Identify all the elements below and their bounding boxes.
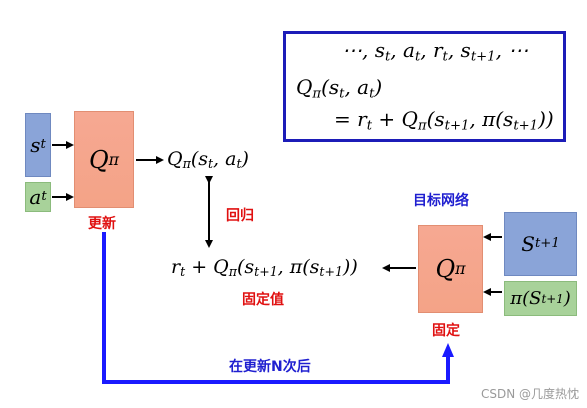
update-caption: 更新 bbox=[88, 216, 116, 232]
fixed-value-caption: 固定值 bbox=[242, 292, 284, 308]
q-output-label: Qπ(st, at) bbox=[167, 148, 249, 172]
fixed-caption: 固定 bbox=[432, 323, 460, 339]
transition-sequence: ⋯, st, at, rt, st+1, ⋯ bbox=[342, 38, 529, 65]
sync-arrow bbox=[102, 232, 454, 384]
q-definition-rhs: = rt + Qπ(st+1, π(st+1)) bbox=[334, 107, 554, 134]
target-network-title: 目标网络 bbox=[413, 193, 469, 209]
regression-label: 回归 bbox=[226, 208, 254, 224]
q-definition-lhs: Qπ(st, at) bbox=[296, 75, 383, 102]
watermark: CSDN @几度热忱 bbox=[480, 387, 579, 401]
target-expression: rt + Qπ(st+1, π(st+1)) bbox=[171, 256, 358, 280]
sync-label: 在更新N次后 bbox=[229, 359, 311, 375]
formula-box: ⋯, st, at, rt, st+1, ⋯ Qπ(st, at) = rt +… bbox=[283, 31, 566, 142]
